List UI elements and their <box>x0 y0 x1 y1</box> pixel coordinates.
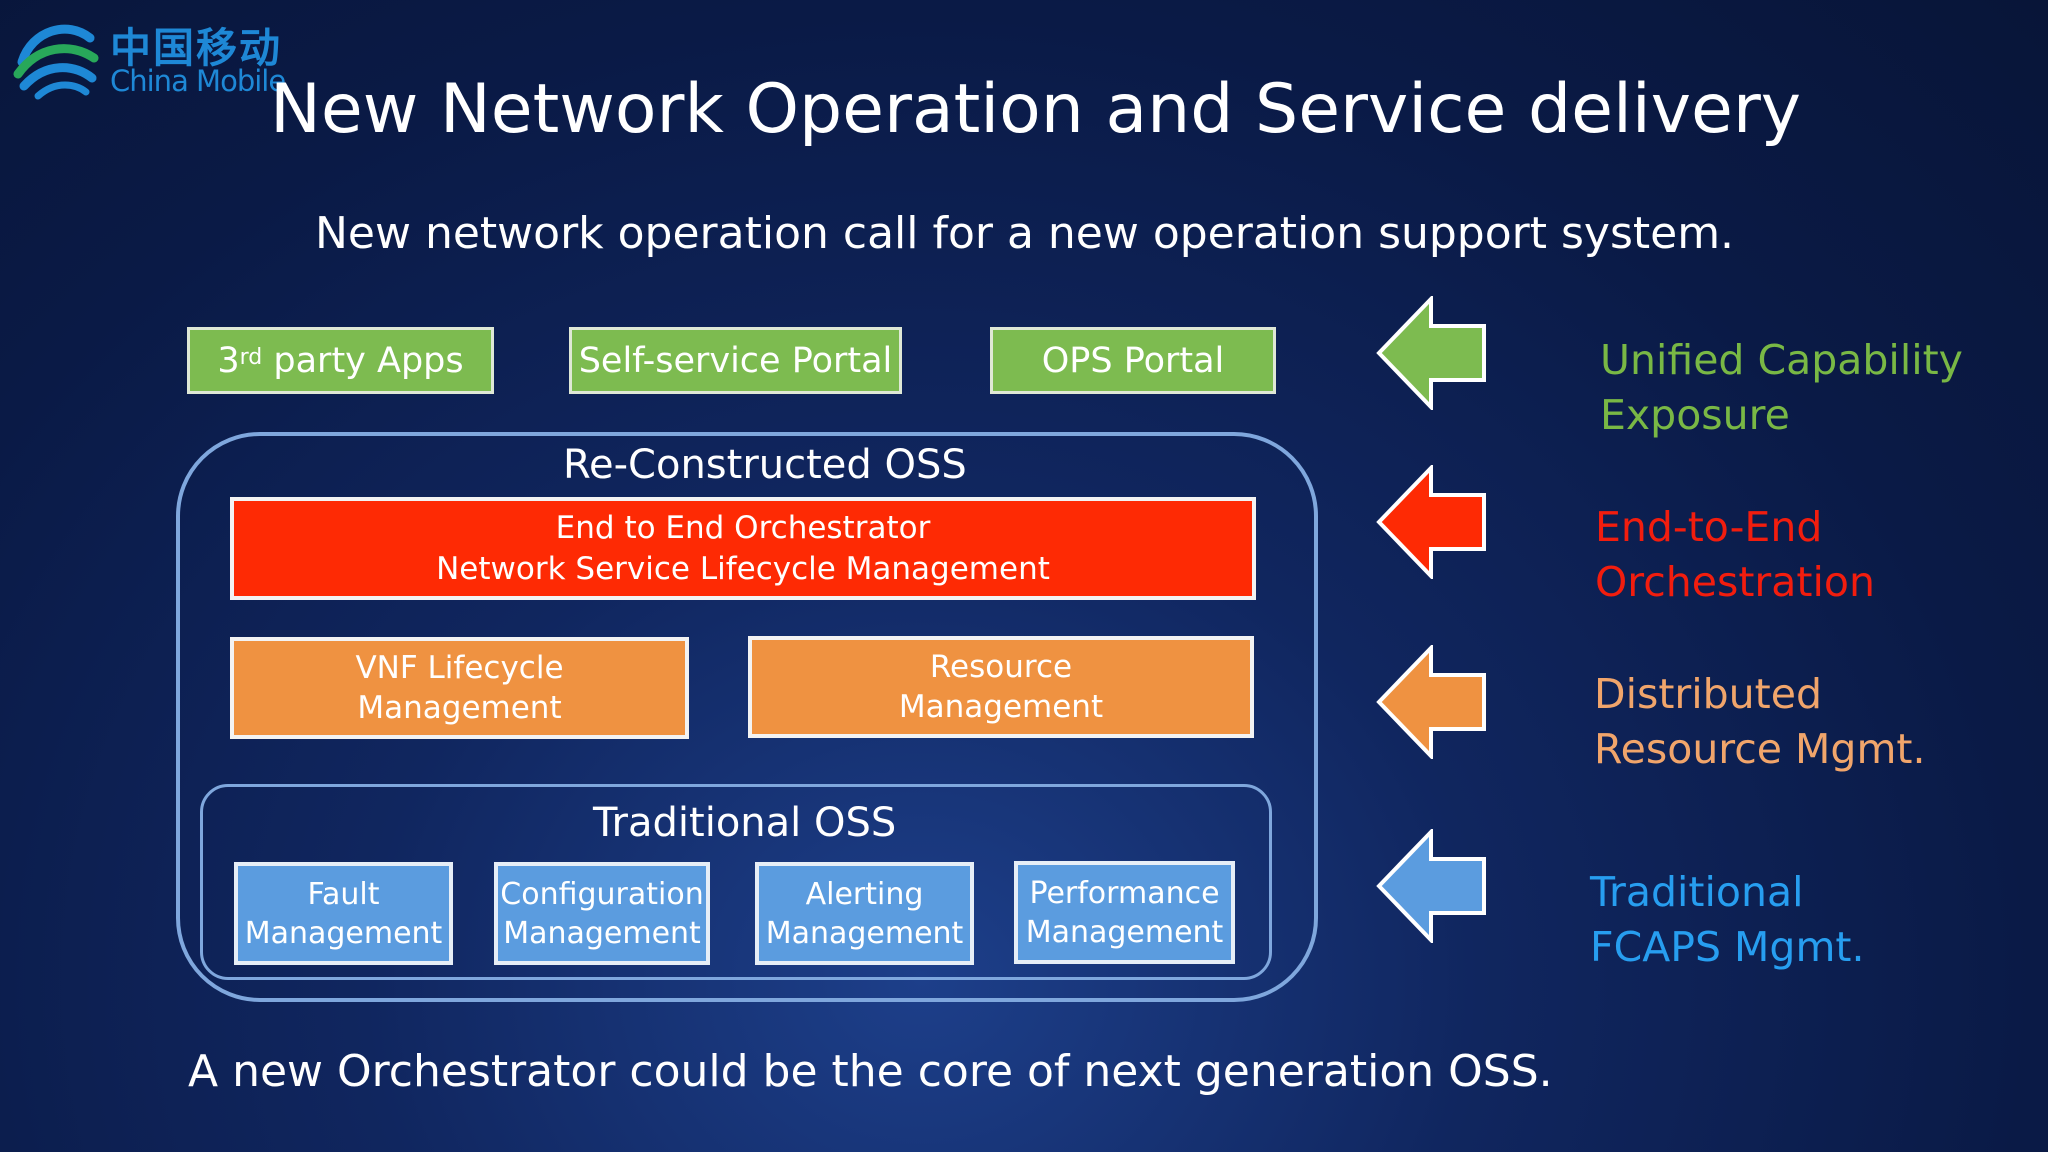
slide-footer: A new Orchestrator could be the core of … <box>188 1046 1553 1097</box>
blue-left-arrow-icon <box>1376 829 1486 943</box>
red-left-arrow-icon <box>1376 465 1486 579</box>
slide-title: New Network Operation and Service delive… <box>270 70 1802 149</box>
alerting-line2: Management <box>765 915 964 951</box>
e2e-line2: Orchestration <box>1595 557 1875 606</box>
orchestrator-line1: End to End Orchestrator <box>555 510 931 547</box>
third-party-number: 3 <box>217 340 240 381</box>
configuration-management-box: Configuration Management <box>494 862 710 965</box>
fcaps-line1: Traditional <box>1590 868 1804 916</box>
logo-chinese-text: 中国移动 <box>110 24 282 72</box>
third-party-label: party Apps <box>262 340 464 381</box>
capability-line1: Unified Capability <box>1600 336 1963 384</box>
distributed-line1: Distributed <box>1594 670 1822 718</box>
alerting-management-box: Alerting Management <box>755 862 974 965</box>
performance-line1: Performance <box>1029 875 1220 911</box>
fault-line1: Fault <box>307 876 380 912</box>
config-line1: Configuration <box>500 876 704 912</box>
logo-english-text: China Mobile <box>110 64 286 98</box>
e2e-orchestration-label: End-to-End Orchestration <box>1595 500 1875 609</box>
fault-line2: Management <box>244 915 443 951</box>
self-service-portal-box: Self-service Portal <box>569 327 902 394</box>
traditional-oss-title: Traditional OSS <box>593 800 897 846</box>
ops-portal-box: OPS Portal <box>990 327 1276 394</box>
distributed-resource-label: Distributed Resource Mgmt. <box>1594 667 1926 776</box>
reconstructed-oss-container <box>176 432 1318 1002</box>
orchestrator-line2: Network Service Lifecycle Management <box>436 550 1050 587</box>
vnf-line2: Management <box>357 690 562 726</box>
capability-line2: Exposure <box>1600 390 1790 439</box>
slide-subtitle: New network operation call for a new ope… <box>315 208 1735 259</box>
distributed-line2: Resource Mgmt. <box>1594 724 1926 773</box>
fault-management-box: Fault Management <box>234 862 453 965</box>
third-party-superscript: rd <box>239 345 263 370</box>
vnf-line1: VNF Lifecycle <box>355 649 564 686</box>
fcaps-line2: FCAPS Mgmt. <box>1590 922 1865 971</box>
vnf-lifecycle-box: VNF Lifecycle Management <box>230 637 689 739</box>
e2e-orchestrator-box: End to End Orchestrator Network Service … <box>230 497 1256 600</box>
resource-management-box: Resource Management <box>748 636 1254 738</box>
green-left-arrow-icon <box>1376 296 1486 410</box>
china-mobile-logo-icon <box>13 24 99 100</box>
performance-line2: Management <box>1025 914 1224 950</box>
traditional-oss-container <box>200 784 1272 980</box>
orange-left-arrow-icon <box>1376 645 1486 759</box>
resource-line1: Resource <box>929 648 1073 685</box>
performance-management-box: Performance Management <box>1014 861 1235 964</box>
e2e-line1: End-to-End <box>1595 503 1823 551</box>
reconstructed-oss-title: Re-Constructed OSS <box>563 442 967 488</box>
config-line2: Management <box>503 915 701 951</box>
unified-capability-label: Unified Capability Exposure <box>1600 333 1963 442</box>
resource-line2: Management <box>898 689 1104 725</box>
traditional-fcaps-label: Traditional FCAPS Mgmt. <box>1590 865 1865 974</box>
alerting-line1: Alerting <box>805 876 924 912</box>
